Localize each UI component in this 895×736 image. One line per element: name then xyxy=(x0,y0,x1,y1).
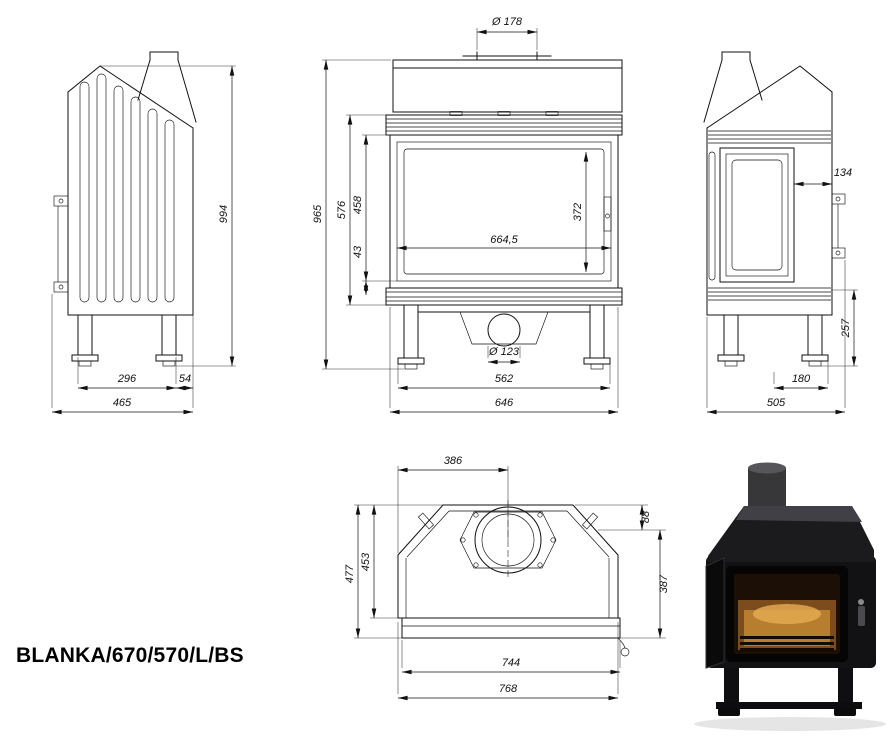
top-handle-knob xyxy=(620,647,630,657)
top-handle-rod xyxy=(617,637,626,649)
right-side-glass xyxy=(731,159,783,271)
top-clip-left xyxy=(417,512,435,530)
top-extension-lines xyxy=(354,466,666,694)
model-title: BLANKA/670/570/L/BS xyxy=(16,644,244,667)
photo-handle xyxy=(858,599,865,626)
dim-label-outlet-diameter: Ø 123 xyxy=(488,346,520,358)
photo-legs xyxy=(716,668,862,716)
photo-shadow xyxy=(694,717,886,731)
dim-label-rear-depth: 387 xyxy=(658,574,670,593)
front-door-handle xyxy=(603,196,612,232)
front-view: Ø 178 965 576 458 43 372 664,5 Ø 123 562… xyxy=(312,16,623,415)
dim-label-lip-height: 43 xyxy=(352,245,364,258)
dim-label-top-width-body: 744 xyxy=(502,657,520,669)
right-legs-feet xyxy=(717,314,829,367)
dim-label-glass-width: 664,5 xyxy=(490,234,518,246)
right-flue-funnel xyxy=(703,51,763,123)
front-air-outlet xyxy=(487,313,521,347)
dim-label-front-offset: 88 xyxy=(640,510,652,523)
front-clip xyxy=(497,111,511,116)
right-band-top-ribs xyxy=(708,130,831,144)
dim-label-left-depth-total: 465 xyxy=(113,397,132,409)
front-band-top-ribs xyxy=(386,118,622,132)
dim-label-flue-diameter: Ø 178 xyxy=(491,16,523,28)
photo-hood-facet xyxy=(736,506,862,522)
front-extension-lines xyxy=(322,28,619,408)
right-convector-fin xyxy=(708,151,716,281)
right-band-bottom-ribs xyxy=(708,287,831,301)
photo-grate xyxy=(740,636,834,651)
top-clip-right xyxy=(581,512,599,530)
front-clip xyxy=(449,111,463,116)
front-feet xyxy=(397,357,611,370)
right-side-glass-inner xyxy=(725,153,789,277)
right-side-glass-frame xyxy=(719,147,795,283)
dim-label-lower-height: 257 xyxy=(840,318,852,338)
left-side-view: 994 296 54 465 xyxy=(51,51,236,415)
top-flue-plate xyxy=(459,511,557,569)
dim-label-right-depth-total: 505 xyxy=(767,397,786,409)
photo-side-glass xyxy=(705,557,725,669)
dim-label-width-total: 646 xyxy=(495,397,514,409)
dim-label-flue-offset: 386 xyxy=(444,455,463,467)
left-convector-fins xyxy=(79,73,175,303)
dim-label-height-body: 576 xyxy=(336,200,348,219)
product-photo xyxy=(694,462,886,731)
front-legs xyxy=(403,304,605,359)
front-handle-pin xyxy=(605,213,610,219)
dim-label-glass-height: 372 xyxy=(572,203,584,221)
top-front-door-band xyxy=(401,617,621,639)
dim-label-leg-span: 562 xyxy=(495,373,513,385)
dim-label-right-foot-span: 180 xyxy=(792,373,811,385)
photo-fire-glow xyxy=(738,600,836,650)
dim-label-depth-body: 453 xyxy=(360,552,372,571)
front-flue-collar xyxy=(462,51,552,61)
dim-label-depth-total: 477 xyxy=(344,564,356,583)
right-extension-lines xyxy=(706,260,858,408)
front-band-bottom xyxy=(385,287,623,306)
front-pedestal xyxy=(459,311,549,345)
right-side-view: 134 257 180 505 xyxy=(703,51,858,415)
dim-label-top-width-total: 768 xyxy=(499,683,518,695)
top-plate-bolts xyxy=(460,512,556,568)
front-band-top xyxy=(385,114,623,136)
dim-label-left-rear-offset: 54 xyxy=(179,373,191,385)
dim-label-height-total: 965 xyxy=(312,204,324,223)
left-extension-lines xyxy=(51,65,236,408)
left-mount-bracket xyxy=(53,195,69,293)
dim-label-left-foot-span: 296 xyxy=(117,373,137,385)
front-clip xyxy=(545,111,559,116)
front-hood xyxy=(392,59,623,113)
left-legs-feet xyxy=(71,314,183,367)
top-view: 386 88 453 477 387 744 768 xyxy=(344,455,670,701)
right-mount-bracket xyxy=(831,193,846,259)
left-flue-funnel xyxy=(137,51,197,123)
front-band-bottom-ribs xyxy=(386,291,622,302)
top-inner-lines xyxy=(405,510,610,618)
dim-label-opening-height: 458 xyxy=(352,195,364,214)
dim-label-left-height: 994 xyxy=(218,205,230,223)
dim-label-glass-to-back: 134 xyxy=(834,167,852,179)
